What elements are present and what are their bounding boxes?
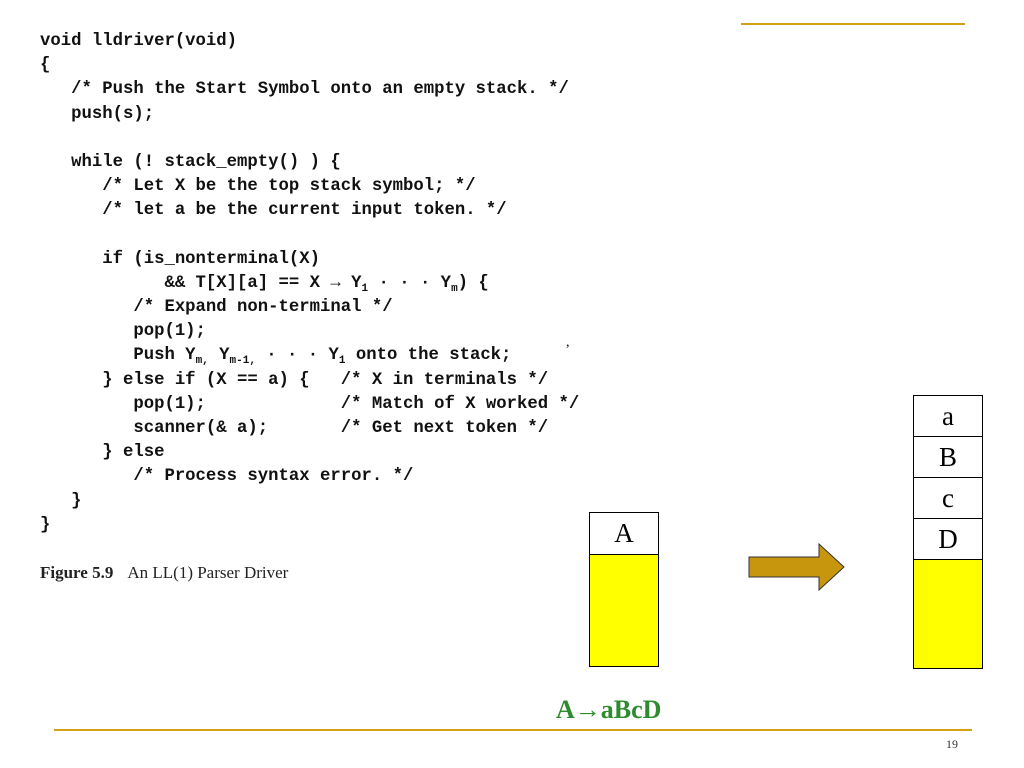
stack-empty-area xyxy=(590,555,658,666)
stack-cell: B xyxy=(914,437,982,478)
subscript: m, xyxy=(195,355,209,368)
code-line: void lldriver(void) xyxy=(40,32,238,51)
subscript: m xyxy=(451,282,458,295)
code-segment: onto the stack; xyxy=(345,346,512,366)
code-line: Push Ym, Ym-1, · · · Y1 onto the stack; xyxy=(40,344,579,368)
code-block: void lldriver(void) { /* Push the Start … xyxy=(40,30,579,538)
code-segment: && T[X][a] == X → Y xyxy=(40,273,362,293)
code-line: } xyxy=(40,491,82,511)
code-line: scanner(& a); /* Get next token */ xyxy=(40,419,549,438)
page-number: 19 xyxy=(946,737,958,751)
code-segment: · · · Y xyxy=(255,346,339,366)
code-line: pop(1); /* Match of X worked */ xyxy=(40,394,580,414)
stack-after: a B c D xyxy=(913,395,983,669)
code-line: /* let a be the current input token. */ xyxy=(40,201,507,221)
code-line: } else if (X == a) { /* X in terminals *… xyxy=(40,370,549,390)
code-line xyxy=(40,224,579,248)
code-line: if (is_nonterminal(X) xyxy=(40,249,321,269)
stack-empty-area xyxy=(914,560,982,668)
code-segment: · · · Y xyxy=(368,273,452,293)
subscript: 1 xyxy=(338,355,346,368)
stack-cell: D xyxy=(914,519,982,560)
stack-before: A xyxy=(589,512,659,667)
code-line: pop(1); xyxy=(40,322,206,342)
code-line: } else xyxy=(40,443,165,463)
code-line xyxy=(40,127,579,151)
code-line: push(s); xyxy=(40,104,155,124)
code-line: while (! stack_empty() ) { xyxy=(40,152,341,172)
stack-cell: c xyxy=(914,478,982,519)
subscript: 1 xyxy=(361,282,369,295)
top-rule xyxy=(741,23,965,25)
stray-mark: , xyxy=(566,335,570,350)
subscript: m-1, xyxy=(229,355,256,368)
code-line: /* Push the Start Symbol onto an empty s… xyxy=(40,80,569,100)
code-line: /* Let X be the top stack symbol; */ xyxy=(40,177,476,197)
figure-number: Figure 5.9 xyxy=(40,563,114,582)
figure-caption: Figure 5.9 An LL(1) Parser Driver xyxy=(40,563,288,583)
code-line: /* Process syntax error. */ xyxy=(40,467,414,487)
right-arrow-icon xyxy=(748,543,845,591)
code-line: && T[X][a] == X → Y1 · · · Ym) { xyxy=(40,272,579,296)
code-segment: Push Y xyxy=(40,346,196,366)
stack-cell: a xyxy=(914,396,982,437)
stack-cell: A xyxy=(590,513,658,555)
code-line: /* Expand non-terminal */ xyxy=(40,298,393,318)
bottom-rule xyxy=(54,729,972,731)
code-segment: Y xyxy=(208,346,230,366)
code-segment: ) { xyxy=(457,273,489,293)
figure-caption-text: An LL(1) Parser Driver xyxy=(127,563,289,582)
code-line: } xyxy=(40,515,51,535)
code-line: { xyxy=(40,56,51,76)
production-rule: A→aBcD xyxy=(556,695,662,724)
